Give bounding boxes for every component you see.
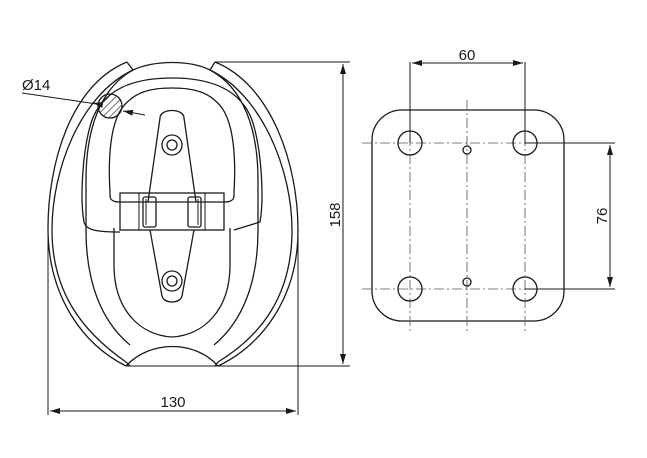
- center-hole-top: [462, 145, 472, 155]
- d-ring-inner: [108, 87, 236, 193]
- d-ring-inner-base: [109, 192, 235, 203]
- width-label: 130: [160, 394, 185, 411]
- front-view: Ø14 158 130: [21, 61, 350, 415]
- diameter-label: Ø14: [22, 77, 50, 94]
- recess-lower: [113, 228, 231, 338]
- housing-outer-left-tip: [47, 61, 128, 367]
- mounting-plate-view: 60 76: [362, 47, 615, 332]
- lower-bolt-inner: [166, 275, 178, 287]
- housing-outer-right-edge: [214, 61, 299, 367]
- upper-bolt-inner: [166, 139, 178, 151]
- center-plate: [147, 109, 197, 203]
- hole-spacing-vertical-label: 76: [594, 208, 611, 225]
- housing-outer-left: [51, 61, 134, 367]
- diameter-arrow-right: [122, 109, 146, 116]
- height-label: 158: [327, 202, 344, 227]
- center-hole-bottom: [462, 277, 472, 287]
- upper-bolt-outer: [161, 134, 183, 156]
- inner-housing-top: [132, 61, 211, 71]
- hinge-clip-left: [142, 196, 157, 228]
- lower-bolt-outer: [161, 270, 183, 292]
- housing-outer-right: [209, 61, 293, 367]
- d-ring-outer: [81, 77, 263, 231]
- ring-section-hatch: [97, 93, 123, 119]
- hinge-bar: [119, 192, 225, 231]
- diameter-leader: [21, 92, 98, 105]
- center-plate-lower: [149, 229, 195, 303]
- mounting-plate-outline: [371, 109, 565, 322]
- hole-spacing-horizontal-label: 60: [459, 47, 476, 64]
- diameter-arrow-left: [92, 102, 104, 108]
- bottom-notch: [125, 346, 219, 367]
- inner-housing-body-r: [209, 69, 259, 346]
- d-ring-outer-left: [83, 221, 121, 233]
- hinge-clip-right: [187, 196, 202, 228]
- mounting-hole-bottom-left: [397, 276, 423, 302]
